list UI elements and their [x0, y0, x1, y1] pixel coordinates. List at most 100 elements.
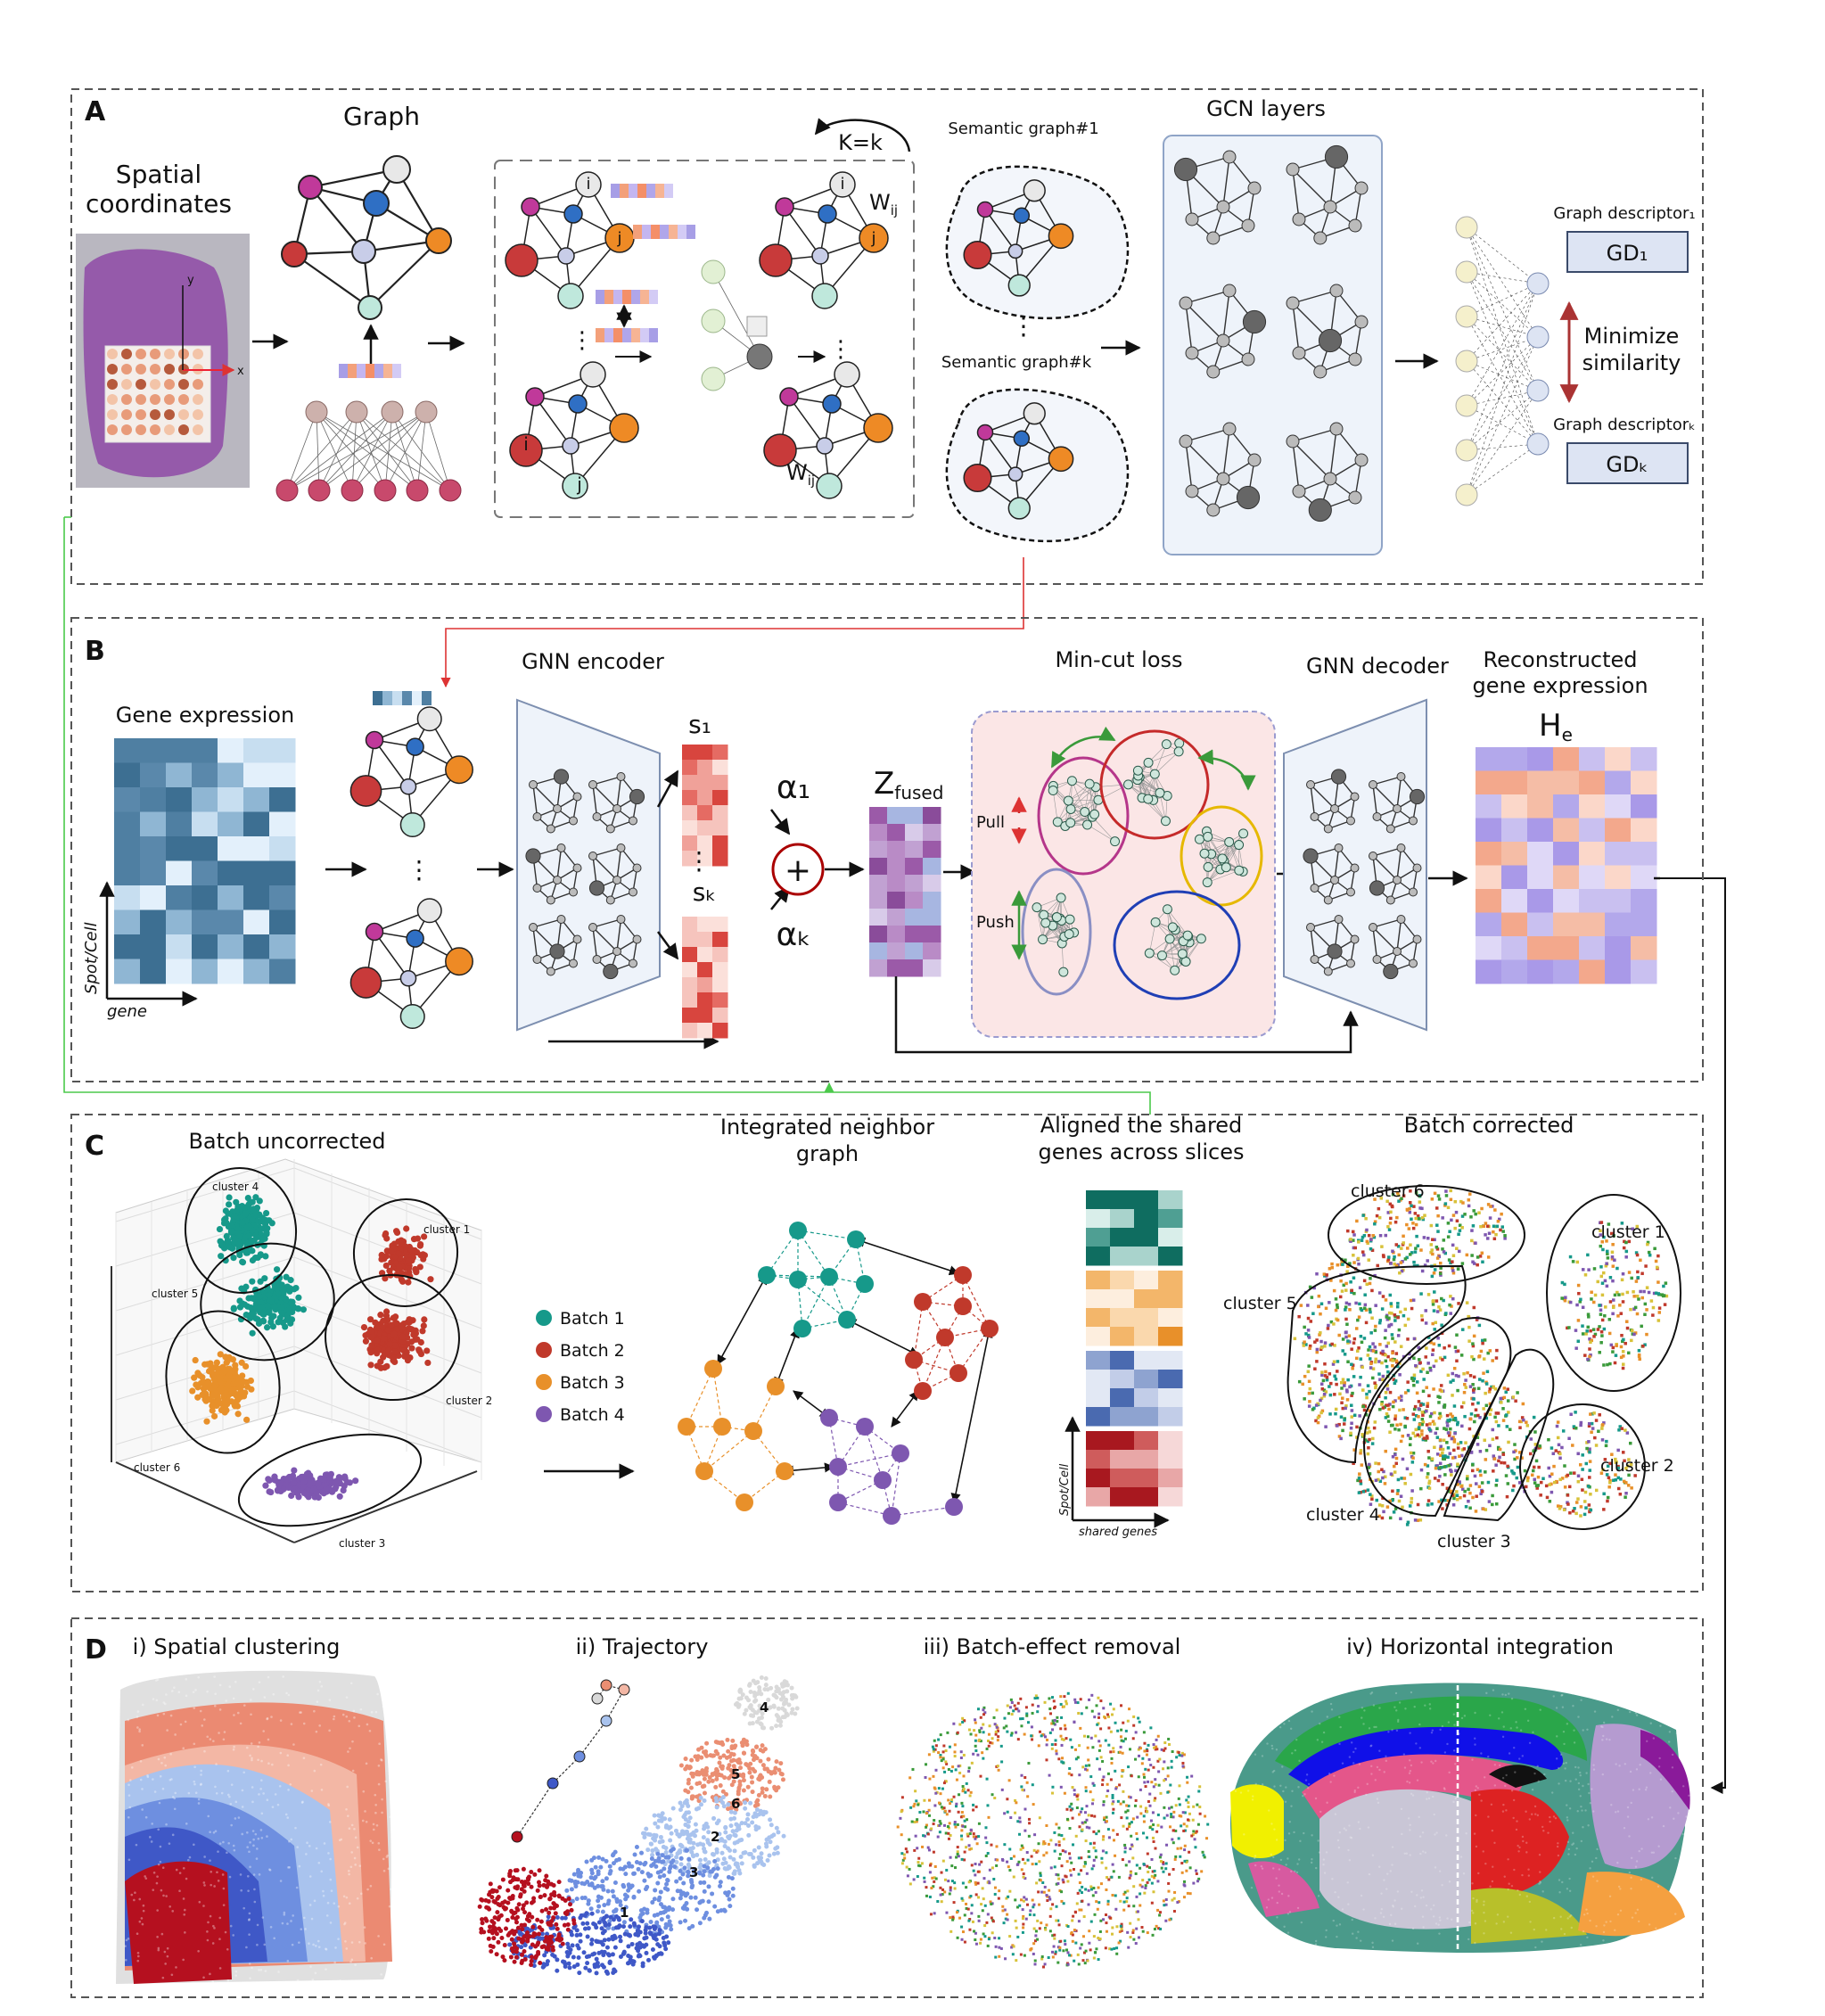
cell-point [1365, 1395, 1369, 1400]
cell-point [1463, 1414, 1467, 1419]
cell-point [1486, 1480, 1491, 1485]
cell-point [1329, 1381, 1333, 1386]
mini-node [1346, 887, 1355, 897]
hex-dot [374, 1793, 377, 1797]
hex-dot [364, 1942, 366, 1945]
cell-point [1477, 1211, 1481, 1214]
cell-point [1610, 1255, 1615, 1259]
spot-grid [104, 345, 211, 443]
hex-dot [155, 1679, 158, 1682]
feature-cell [596, 290, 604, 304]
spatial-clustering-map [116, 1670, 394, 1985]
cell-point [1455, 1247, 1459, 1251]
graph-node [525, 387, 545, 407]
cell-point [1500, 1461, 1503, 1465]
scatter-point [228, 1228, 236, 1235]
cell-point [1364, 1321, 1369, 1325]
cell-point [1405, 1208, 1410, 1212]
scatter-point [294, 1305, 301, 1312]
mincut-edge [1149, 952, 1175, 971]
cell-point [1484, 1470, 1487, 1474]
cell-point [1533, 1481, 1537, 1485]
heat-cell [218, 811, 244, 837]
mini-node [1369, 780, 1377, 789]
cell-point [1405, 1222, 1409, 1227]
hex-dot [325, 1914, 329, 1917]
cell-point [1410, 1501, 1413, 1504]
feature-cell [642, 225, 651, 239]
cell-point [1372, 1426, 1377, 1430]
hex-dot [153, 1790, 157, 1793]
hex-dot [362, 1790, 366, 1793]
mini-edge [1396, 847, 1402, 881]
cell-point [1651, 1313, 1655, 1317]
cell-point [1459, 1354, 1464, 1357]
heat-cell [166, 811, 193, 837]
cell-point [1605, 1439, 1608, 1444]
mini-node [1369, 852, 1377, 860]
cell-point [1373, 1420, 1377, 1424]
hex-dot [375, 1823, 379, 1827]
net-edge [286, 411, 317, 491]
scatter-point [230, 1386, 238, 1393]
heat-cell [1476, 747, 1502, 771]
heat-cell [218, 836, 244, 861]
cell-point [1391, 1337, 1394, 1340]
cell-point [1306, 1316, 1311, 1321]
heat-cell [869, 824, 888, 842]
mini-node [556, 915, 566, 924]
tissue-spot [150, 349, 160, 359]
scatter-point [405, 1257, 412, 1264]
scatter-point [234, 1411, 242, 1418]
mini-node [1323, 200, 1337, 214]
hex-dot [141, 1922, 144, 1926]
scatter-point [336, 1493, 343, 1500]
scatter-point [420, 1322, 427, 1329]
cell-point [1338, 1295, 1343, 1299]
heat-cell [712, 992, 728, 1008]
cell-point [1624, 1481, 1628, 1485]
heat-cell [218, 787, 244, 812]
hex-dot [254, 1832, 258, 1836]
cell-point [1395, 1304, 1400, 1309]
graph-node [1013, 207, 1031, 225]
hex-dot [156, 1935, 159, 1938]
int-edge [891, 1506, 955, 1517]
mini-node [572, 863, 582, 873]
cell-point [1419, 1292, 1423, 1296]
cell-point [1622, 1246, 1626, 1250]
cell-point [1611, 1350, 1615, 1354]
cluster-label-corrected: cluster 6 [1351, 1181, 1425, 1201]
cell-point [1525, 1420, 1528, 1424]
cell-point [1339, 1279, 1343, 1283]
cell-point [1368, 1345, 1372, 1349]
mincut-edge [1167, 909, 1171, 940]
cell-point [1326, 1327, 1330, 1330]
cell-point [1399, 1494, 1403, 1498]
mini-node [1396, 772, 1406, 781]
cell-point [1427, 1479, 1432, 1484]
hex-dot [222, 1904, 226, 1906]
heat-cell [1134, 1388, 1159, 1408]
hex-dot [175, 1966, 177, 1969]
net-node-top [345, 400, 368, 424]
cell-point [1539, 1493, 1542, 1497]
mini-node [1308, 498, 1332, 523]
cell-point [1451, 1243, 1455, 1247]
heat-cell [1086, 1450, 1111, 1469]
cell-point [1384, 1359, 1388, 1363]
cell-point [1299, 1304, 1303, 1307]
cell-point [1388, 1516, 1393, 1520]
hex-dot [311, 1979, 315, 1981]
cell-point [1374, 1357, 1377, 1362]
cell-point [1589, 1493, 1592, 1496]
cell-point [1366, 1354, 1370, 1357]
mini-edge [556, 847, 563, 881]
cell-point [1433, 1328, 1436, 1331]
cell-point [1374, 1478, 1378, 1483]
scatter-point [262, 1253, 269, 1260]
hex-dot [310, 1917, 314, 1921]
cell-point [1441, 1216, 1444, 1220]
hex-dot [171, 1833, 175, 1837]
cell-point [1534, 1484, 1539, 1488]
